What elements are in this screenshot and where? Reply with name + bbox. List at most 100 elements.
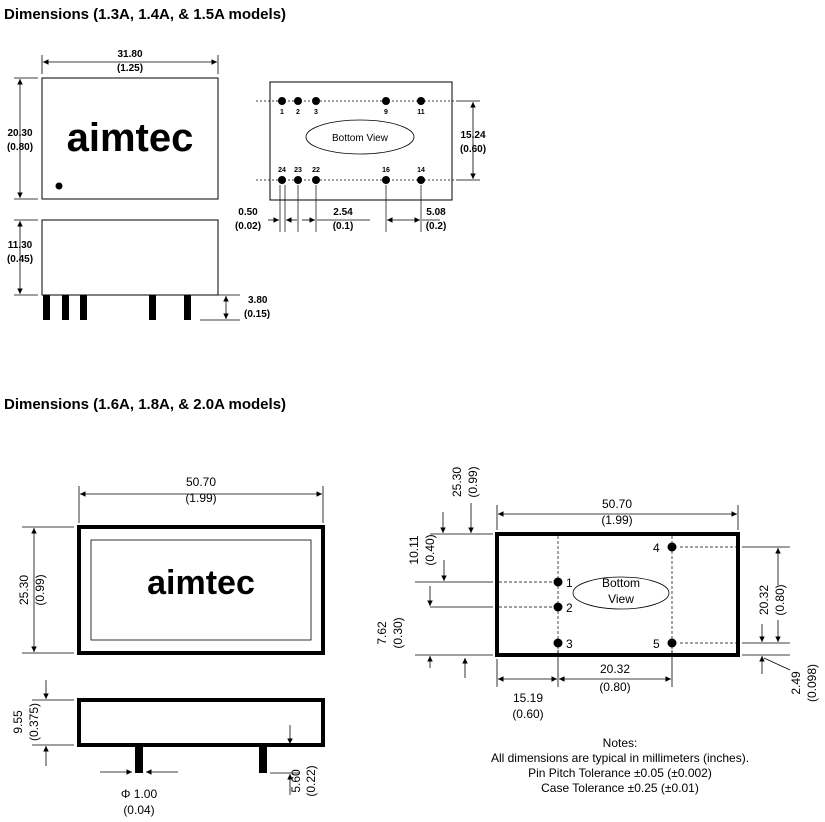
- large-pin-1: [553, 577, 563, 587]
- large-width-mm: 50.70: [186, 475, 216, 489]
- large-pin-2: [553, 602, 563, 612]
- large-bottom-width-in: (1.99): [601, 513, 632, 527]
- small-width-in: (1.25): [117, 63, 143, 74]
- large-top-case-outline: [77, 525, 325, 655]
- pin1-marker-dot: [55, 182, 63, 190]
- small-pin-22: [312, 176, 320, 184]
- large-bottom-view-ellipse: [572, 576, 670, 610]
- pin-label: 16: [382, 167, 390, 174]
- pin-label: 1: [566, 576, 573, 590]
- small-top-case-outline: [41, 77, 219, 200]
- pin-label: 5: [653, 637, 660, 651]
- small-pin-2: [294, 97, 302, 105]
- small-depth-mm: 11.30: [8, 240, 33, 251]
- pin-label: 14: [417, 167, 425, 174]
- small-pin-3: [312, 97, 320, 105]
- small-pin-24: [278, 176, 286, 184]
- large-offset-2-mm: 7.62: [375, 621, 389, 645]
- small-depth-in: (0.45): [7, 254, 33, 265]
- small-width-mm: 31.80: [117, 49, 142, 60]
- small-logo: aimtec: [67, 116, 194, 160]
- small-pin-9: [382, 97, 390, 105]
- small-pin: [149, 295, 156, 320]
- large-bottom-height-mm: 25.30: [450, 467, 464, 497]
- large-left-offset-in: (0.60): [512, 707, 543, 721]
- small-end-pitch-in: (0.2): [426, 221, 447, 232]
- small-pin: [184, 295, 191, 320]
- notes-line-2: Pin Pitch Tolerance ±0.05 (±0.002): [528, 766, 712, 780]
- large-pin-diameter-mm: Φ 1.00: [121, 787, 158, 801]
- large-logo: aimtec: [147, 564, 255, 602]
- small-pitch-in: (0.1): [333, 221, 354, 232]
- small-end-pitch-mm: 5.08: [426, 207, 446, 218]
- pin-label: 1: [280, 109, 284, 116]
- small-pin-diameter-mm: 0.50: [238, 207, 258, 218]
- small-side-case-outline: [41, 219, 219, 296]
- pin-label: 24: [278, 167, 286, 174]
- large-offset-1-in: (0.40): [423, 534, 437, 565]
- section-heading-large-models: Dimensions (1.6A, 1.8A, & 2.0A models): [4, 396, 287, 413]
- large-pin-length-mm: 5.60: [289, 769, 303, 793]
- small-bottom-view: Bottom View 1 2 3 9 11 24 23 22 16 14 15…: [235, 81, 486, 232]
- large-height-in: (0.99): [33, 574, 47, 605]
- large-pin: [135, 745, 143, 773]
- large-side-spacing-mm: 20.32: [757, 585, 771, 615]
- small-bottom-view-ellipse: [305, 119, 415, 155]
- small-pin-14: [417, 176, 425, 184]
- pin-label: 23: [294, 167, 302, 174]
- small-pin: [80, 295, 87, 320]
- large-bottom-spacing-in: (0.80): [599, 680, 630, 694]
- small-pin-diameter-in: (0.02): [235, 221, 261, 232]
- large-bottom-width-mm: 50.70: [602, 497, 632, 511]
- large-bottom-height-in: (0.99): [466, 466, 480, 497]
- small-pin: [43, 295, 50, 320]
- small-row-spacing-mm: 15.24: [460, 130, 485, 141]
- large-bottom-view-label-line2: View: [608, 592, 634, 606]
- large-offset-2-in: (0.30): [391, 617, 405, 648]
- large-bottom-case-outline: [495, 532, 740, 657]
- pin-label: 9: [384, 109, 388, 116]
- large-side-view-body: 9.55 (0.375) Φ 1.00 (0.04) 5.60 (0.22): [11, 680, 325, 817]
- pin-label: 11: [417, 109, 425, 116]
- small-pin-length-mm: 3.80: [248, 295, 268, 306]
- large-pin-5: [667, 638, 677, 648]
- notes-line-3: Case Tolerance ±0.25 (±0.01): [541, 781, 699, 795]
- large-left-offset-mm: 15.19: [513, 691, 543, 705]
- large-side-spacing-in: (0.80): [773, 584, 787, 615]
- pin-label: 3: [566, 637, 573, 651]
- large-top-label-area: [90, 539, 312, 641]
- large-bottom-edge-in: (0.098): [805, 664, 819, 702]
- small-pin-16: [382, 176, 390, 184]
- small-pin-23: [294, 176, 302, 184]
- pin-label: 2: [566, 601, 573, 615]
- small-height-in: (0.80): [7, 142, 33, 153]
- small-pin: [62, 295, 69, 320]
- large-bottom-view: Bottom View 1 2 3 4 5 50.70 (1.99) 25.30…: [375, 466, 819, 721]
- large-pin-diameter-in: (0.04): [123, 803, 154, 817]
- large-depth-in: (0.375): [27, 703, 41, 741]
- small-pitch-mm: 2.54: [333, 207, 353, 218]
- large-pin-length-in: (0.22): [304, 765, 318, 796]
- large-offset-1-mm: 10.11: [407, 535, 421, 564]
- section-heading-small-models: Dimensions (1.3A, 1.4A, & 1.5A models): [4, 6, 287, 23]
- large-pin-4: [667, 542, 677, 552]
- large-bottom-spacing-mm: 20.32: [600, 662, 630, 676]
- large-pin: [259, 745, 267, 773]
- notes-block: Notes: All dimensions are typical in mil…: [470, 736, 770, 796]
- small-row-spacing-in: (0.60): [460, 144, 486, 155]
- pin-label: 3: [314, 109, 318, 116]
- large-width-in: (1.99): [185, 491, 216, 505]
- large-depth-mm: 9.55: [11, 710, 25, 734]
- pin-label: 4: [653, 541, 660, 555]
- large-pin-3: [553, 638, 563, 648]
- small-pin-11: [417, 97, 425, 105]
- small-side-view: 11.30 (0.45) 3.80 (0.15): [7, 219, 270, 321]
- small-top-view: aimtec 31.80 (1.25) 20.30 (0.80): [7, 49, 219, 200]
- pin-label: 2: [296, 109, 300, 116]
- large-bottom-view-label-line1: Bottom: [602, 576, 640, 590]
- large-height-mm: 25.30: [17, 575, 31, 605]
- pin-label: 22: [312, 167, 320, 174]
- small-bottom-case-outline: [269, 81, 453, 201]
